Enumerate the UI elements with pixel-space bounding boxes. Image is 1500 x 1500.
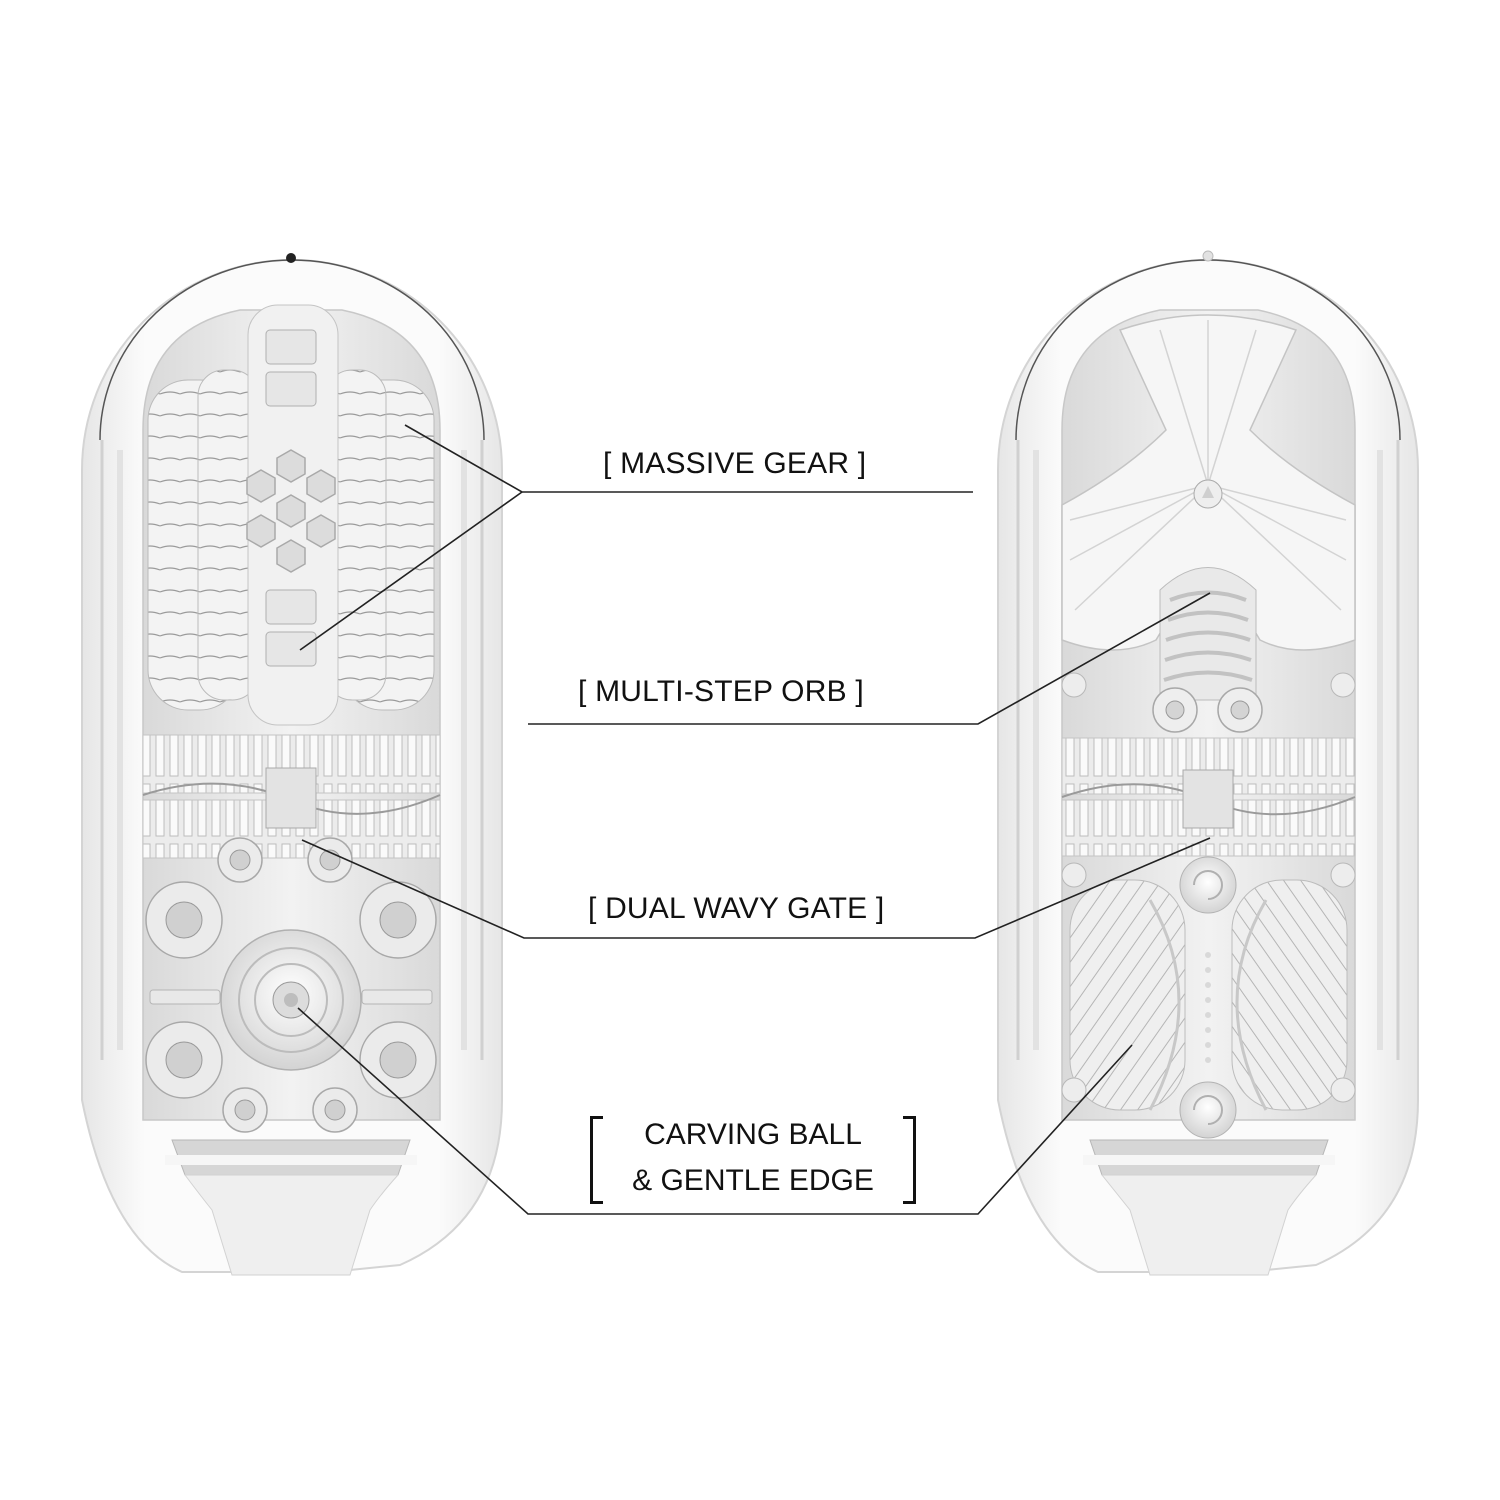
callout-carving-ball-line-2: & GENTLE EDGE	[632, 1164, 874, 1197]
left-product-figure	[81, 253, 503, 1276]
left-bracket	[590, 1116, 603, 1204]
callout-massive-gear: [ MASSIVE GEAR ]	[603, 447, 867, 480]
leader-multi-step-orb	[528, 592, 1211, 725]
callout-carving-ball-line-1: CARVING BALL	[644, 1118, 862, 1151]
leader-dual-wavy-gate	[301, 837, 1211, 939]
leader-carving-ball	[297, 1007, 1133, 1215]
right-bracket	[903, 1116, 916, 1204]
callout-dual-wavy-gate: [ DUAL WAVY GATE ]	[588, 892, 885, 925]
callout-multi-step-orb: [ MULTI-STEP ORB ]	[578, 675, 864, 708]
callout-carving-ball: CARVING BALL & GENTLE EDGE	[590, 1116, 916, 1204]
leader-lines	[297, 424, 1211, 1215]
right-product-figure	[997, 250, 1419, 1276]
